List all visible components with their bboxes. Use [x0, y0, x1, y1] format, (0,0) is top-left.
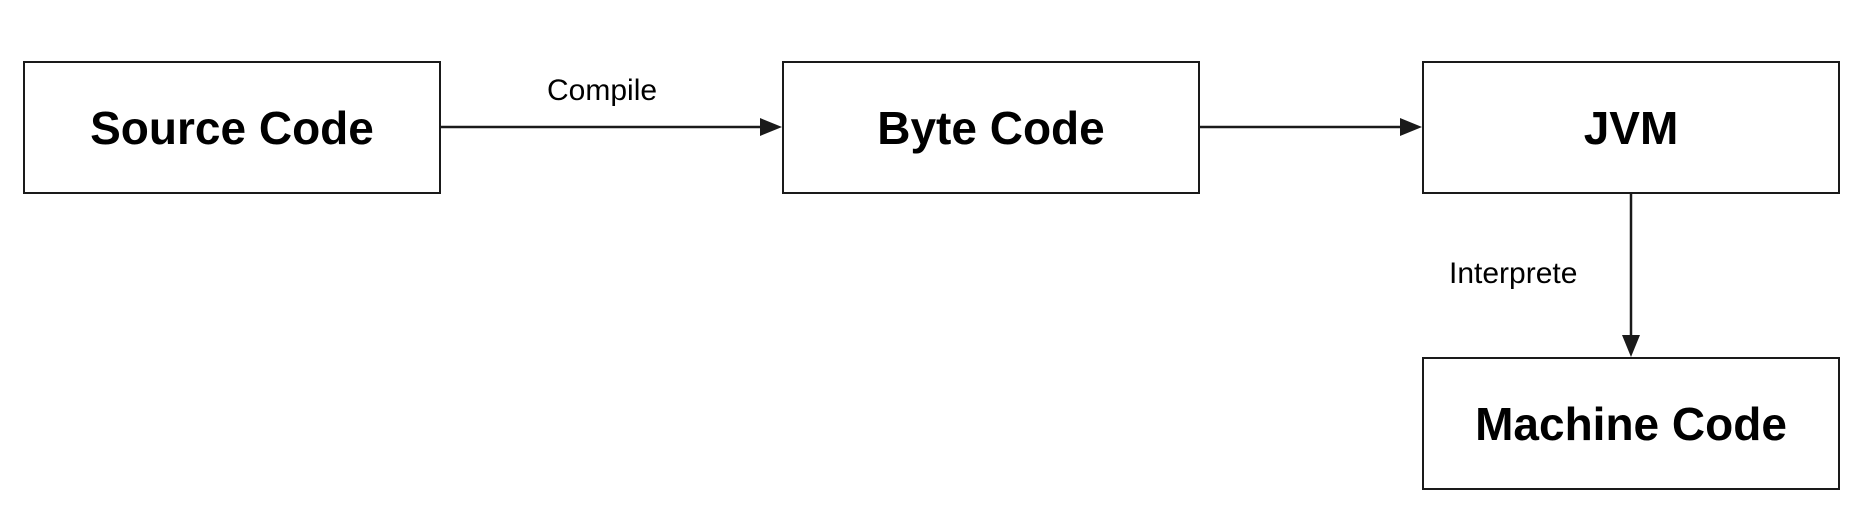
- node-byte-code: Byte Code: [782, 61, 1200, 194]
- edge-label-interprete: Interprete: [1449, 257, 1578, 290]
- arrow-jvm-to-machine: [1622, 194, 1640, 357]
- node-source-code-label: Source Code: [90, 101, 374, 154]
- node-machine-code-label: Machine Code: [1475, 397, 1787, 450]
- node-jvm-label: JVM: [1583, 101, 1679, 154]
- node-source-code: Source Code: [23, 61, 441, 194]
- arrow-source-to-byte: [441, 118, 782, 136]
- arrow-byte-to-jvm: [1200, 118, 1422, 136]
- node-jvm: JVM: [1422, 61, 1840, 194]
- node-machine-code: Machine Code: [1422, 357, 1840, 490]
- node-byte-code-label: Byte Code: [877, 101, 1105, 154]
- edge-label-compile: Compile: [547, 74, 658, 107]
